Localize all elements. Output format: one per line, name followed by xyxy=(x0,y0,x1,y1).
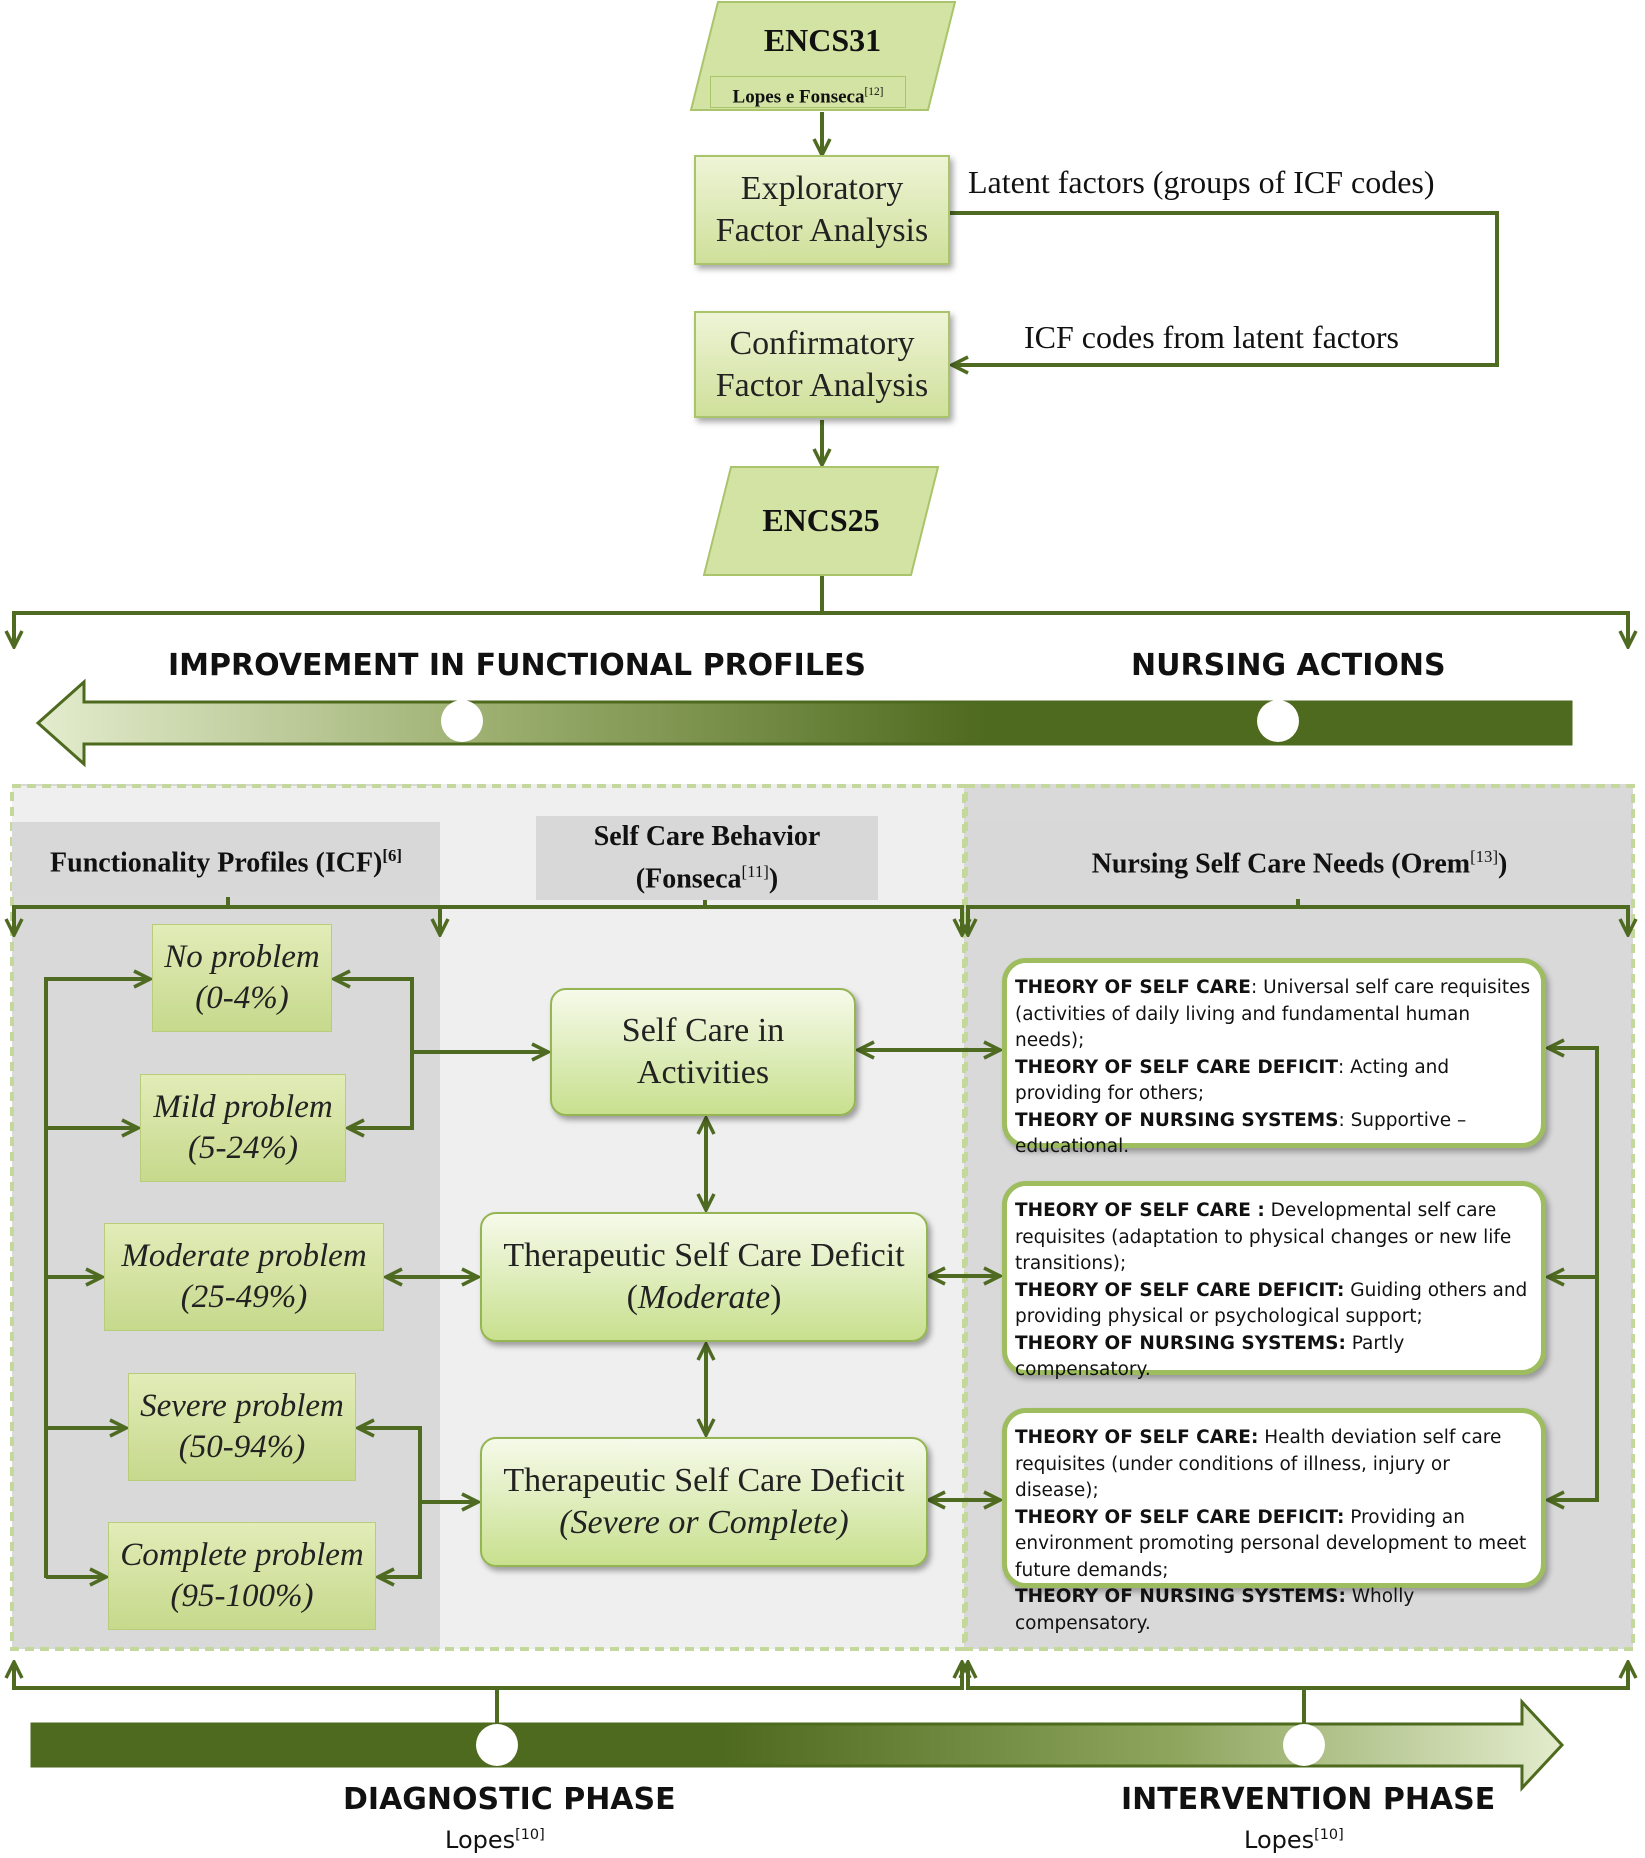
nursing-needs-header: Nursing Self Care Needs (Orem[13]) xyxy=(968,822,1631,898)
self-care-behavior-line1: Self Care Behavior xyxy=(593,821,821,853)
profile-range: (0-4%) xyxy=(195,980,289,1016)
self-care-behavior-line2-post: ) xyxy=(768,863,779,895)
therapeutic-deficit-moderate-box: Therapeutic Self Care Deficit (Moderate) xyxy=(480,1212,928,1342)
profile-complete-problem: Complete problem (95-100%) xyxy=(108,1522,376,1630)
nursing-needs-text: Nursing Self Care Needs (Orem xyxy=(1091,848,1471,880)
functionality-header-text: Functionality Profiles (ICF) xyxy=(50,847,383,879)
theory-label: THEORY OF SELF CARE DEFICIT: xyxy=(1015,1506,1345,1528)
improvement-label: IMPROVEMENT IN FUNCTIONAL PROFILES xyxy=(168,648,867,683)
exploratory-factor-analysis-box: Exploratory Factor Analysis xyxy=(694,155,950,265)
behavior-line2: Moderate xyxy=(637,1279,771,1316)
diagnostic-phase-label: DIAGNOSTIC PHASE xyxy=(343,1782,676,1817)
theory-text: : Universal self care requisites (activi… xyxy=(1015,977,1531,1051)
nursing-actions-label: NURSING ACTIONS xyxy=(1131,648,1446,683)
functionality-header-ref: [6] xyxy=(382,845,402,865)
cfa-line1: Confirmatory xyxy=(729,324,915,362)
functionality-profiles-header: Functionality Profiles (ICF)[6] xyxy=(12,822,440,896)
encs31-node: ENCS31 Lopes e Fonseca[12] xyxy=(700,4,945,108)
theory-box-health-deviation: THEORY OF SELF CARE: Health deviation se… xyxy=(1002,1408,1546,1634)
profile-range: (25-49%) xyxy=(180,1279,308,1315)
theory-label: THEORY OF SELF CARE DEFICIT xyxy=(1015,1056,1338,1078)
self-care-behavior-ref: [11] xyxy=(741,862,769,882)
profile-name: No problem xyxy=(164,939,320,975)
top-gradient-arrow xyxy=(35,678,1573,768)
latent-factors-label: Latent factors (groups of ICF codes) xyxy=(968,164,1435,200)
therapeutic-deficit-severe-box: Therapeutic Self Care Deficit (Severe or… xyxy=(480,1437,928,1567)
efa-line1: Exploratory xyxy=(740,170,904,207)
profile-no-problem: No problem (0-4%) xyxy=(152,924,332,1032)
encs25-title: ENCS25 xyxy=(762,502,880,538)
behavior-line2-post: ) xyxy=(770,1279,782,1316)
bottom-gradient-arrow xyxy=(30,1698,1565,1792)
efa-line2: Factor Analysis xyxy=(715,212,929,249)
nursing-needs-post: ) xyxy=(1498,848,1508,880)
profile-name: Severe problem xyxy=(140,1388,344,1424)
theory-label: THEORY OF SELF CARE DEFICIT: xyxy=(1015,1279,1345,1301)
theory-text: : Supportive – educational. xyxy=(1015,1109,1467,1158)
theory-text: Providing an environment promoting perso… xyxy=(1015,1506,1527,1581)
behavior-line2-pre: ( xyxy=(626,1279,638,1316)
cfa-line2: Factor Analysis xyxy=(715,366,929,404)
behavior-line1: Therapeutic Self Care Deficit xyxy=(503,1237,905,1274)
encs31-source: Lopes e Fonseca[12] xyxy=(710,76,906,108)
self-care-in-activities-box: Self Care in Activities xyxy=(550,988,856,1116)
encs31-source-ref: [12] xyxy=(864,86,884,98)
citation-ref: [10] xyxy=(515,1827,545,1843)
theory-text: Health deviation self care requisites (u… xyxy=(1015,1427,1502,1501)
confirmatory-factor-analysis-box: Confirmatory Factor Analysis xyxy=(694,311,950,418)
brace-top xyxy=(14,611,1628,647)
profile-range: (50-94%) xyxy=(178,1429,306,1465)
profile-mild-problem: Mild problem (5-24%) xyxy=(140,1074,346,1182)
left-panel-bg xyxy=(12,784,440,1649)
top-arrow-node-right xyxy=(1257,700,1299,742)
theory-text: Wholly compensatory. xyxy=(1015,1586,1415,1634)
nursing-needs-ref: [13] xyxy=(1470,846,1499,866)
theory-text: Guiding others and providing physical or… xyxy=(1015,1279,1528,1328)
citation-ref: [10] xyxy=(1314,1827,1344,1843)
self-care-behavior-line2-pre: (Fonseca xyxy=(635,863,742,895)
encs25-shape xyxy=(702,466,940,576)
diagnostic-citation: Lopes[10] xyxy=(445,1826,545,1854)
intervention-citation: Lopes[10] xyxy=(1244,1826,1344,1854)
profile-range: (5-24%) xyxy=(188,1130,298,1166)
theory-text: : Acting and providing for others; xyxy=(1015,1056,1450,1105)
behavior-line1: Self Care in xyxy=(621,1012,785,1049)
behavior-line2: Activities xyxy=(636,1054,770,1091)
right-dashed-frame xyxy=(964,784,1635,1651)
theory-box-universal: THEORY OF SELF CARE: Universal self care… xyxy=(1002,958,1546,1157)
intervention-phase-label: INTERVENTION PHASE xyxy=(1121,1782,1496,1817)
profile-name: Mild problem xyxy=(153,1089,333,1125)
profile-range: (95-100%) xyxy=(170,1578,314,1614)
bottom-arrow-node-left xyxy=(476,1724,518,1766)
icf-codes-label: ICF codes from latent factors xyxy=(1024,319,1399,355)
theory-box-developmental: THEORY OF SELF CARE : Developmental self… xyxy=(1002,1181,1546,1380)
top-arrow-node-left xyxy=(441,700,483,742)
bottom-arrow-node-right xyxy=(1283,1724,1325,1766)
self-care-behavior-header: Self Care Behavior (Fonseca[11]) xyxy=(536,816,878,900)
theory-label: THEORY OF NURSING SYSTEMS: xyxy=(1015,1332,1346,1354)
loop-efa-cfa xyxy=(950,211,1499,365)
theory-label: THEORY OF SELF CARE: xyxy=(1015,1427,1259,1448)
profile-moderate-problem: Moderate problem (25-49%) xyxy=(104,1223,384,1331)
theory-label: THEORY OF NURSING SYSTEMS: xyxy=(1015,1586,1346,1607)
citation-name: Lopes xyxy=(1244,1826,1315,1854)
profile-severe-problem: Severe problem (50-94%) xyxy=(128,1373,356,1481)
theory-label: THEORY OF SELF CARE : xyxy=(1015,1200,1265,1221)
profile-name: Moderate problem xyxy=(121,1238,367,1274)
theory-text: Developmental self care requisites (adap… xyxy=(1015,1200,1512,1274)
citation-name: Lopes xyxy=(445,1826,516,1854)
theory-label: THEORY OF NURSING SYSTEMS xyxy=(1015,1109,1339,1131)
behavior-line1: Therapeutic Self Care Deficit xyxy=(503,1462,905,1499)
theory-label: THEORY OF SELF CARE xyxy=(1015,977,1251,998)
profile-name: Complete problem xyxy=(120,1537,364,1573)
encs31-source-name: Lopes e Fonseca xyxy=(732,86,865,108)
theory-text: Partly compensatory. xyxy=(1015,1332,1405,1381)
behavior-line2: (Severe or Complete) xyxy=(559,1504,849,1541)
encs31-title: ENCS31 xyxy=(763,22,882,58)
